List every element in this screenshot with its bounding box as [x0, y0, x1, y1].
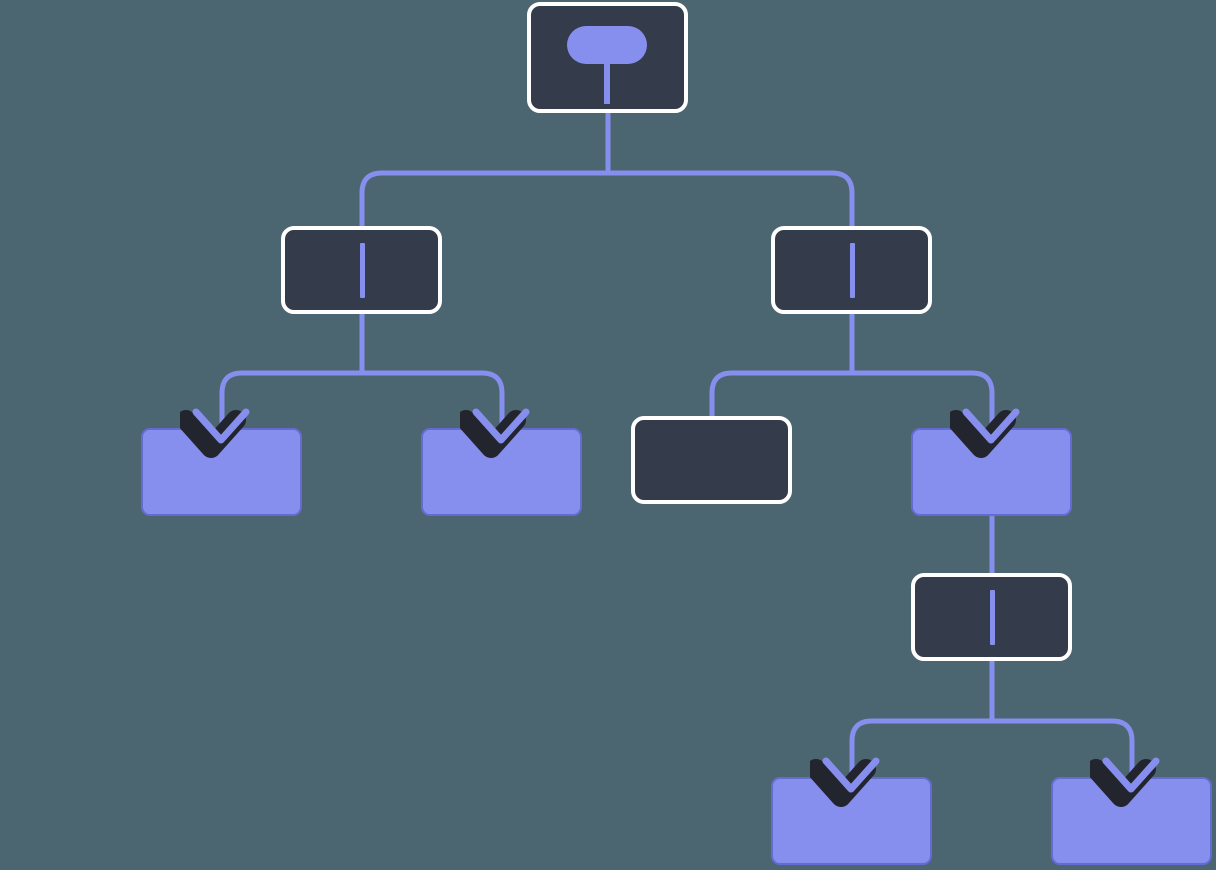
root-pill-glyph	[567, 26, 647, 64]
node-level2-right[interactable]	[771, 226, 932, 314]
node-level5-leaf-a[interactable]	[771, 777, 932, 865]
edge-root-to-l2-right	[608, 170, 855, 226]
node-level4-dark[interactable]	[911, 573, 1072, 661]
node-level5-leaf-b[interactable]	[1051, 777, 1212, 865]
edge-l2-right-to-l3-c	[709, 370, 852, 416]
node-level2-right-line-glyph	[850, 243, 855, 298]
node-root[interactable]	[527, 2, 688, 113]
root-stem-glyph	[604, 58, 610, 104]
node-level3-leaf-d[interactable]	[911, 428, 1072, 516]
node-level3-leaf-a[interactable]	[141, 428, 302, 516]
node-level2-left[interactable]	[281, 226, 442, 314]
node-level4-line-glyph	[990, 590, 995, 645]
edge-root-to-l2-left	[359, 170, 608, 226]
node-level3-dark[interactable]	[631, 416, 792, 504]
node-level3-leaf-b[interactable]	[421, 428, 582, 516]
node-level2-left-line-glyph	[360, 243, 365, 298]
